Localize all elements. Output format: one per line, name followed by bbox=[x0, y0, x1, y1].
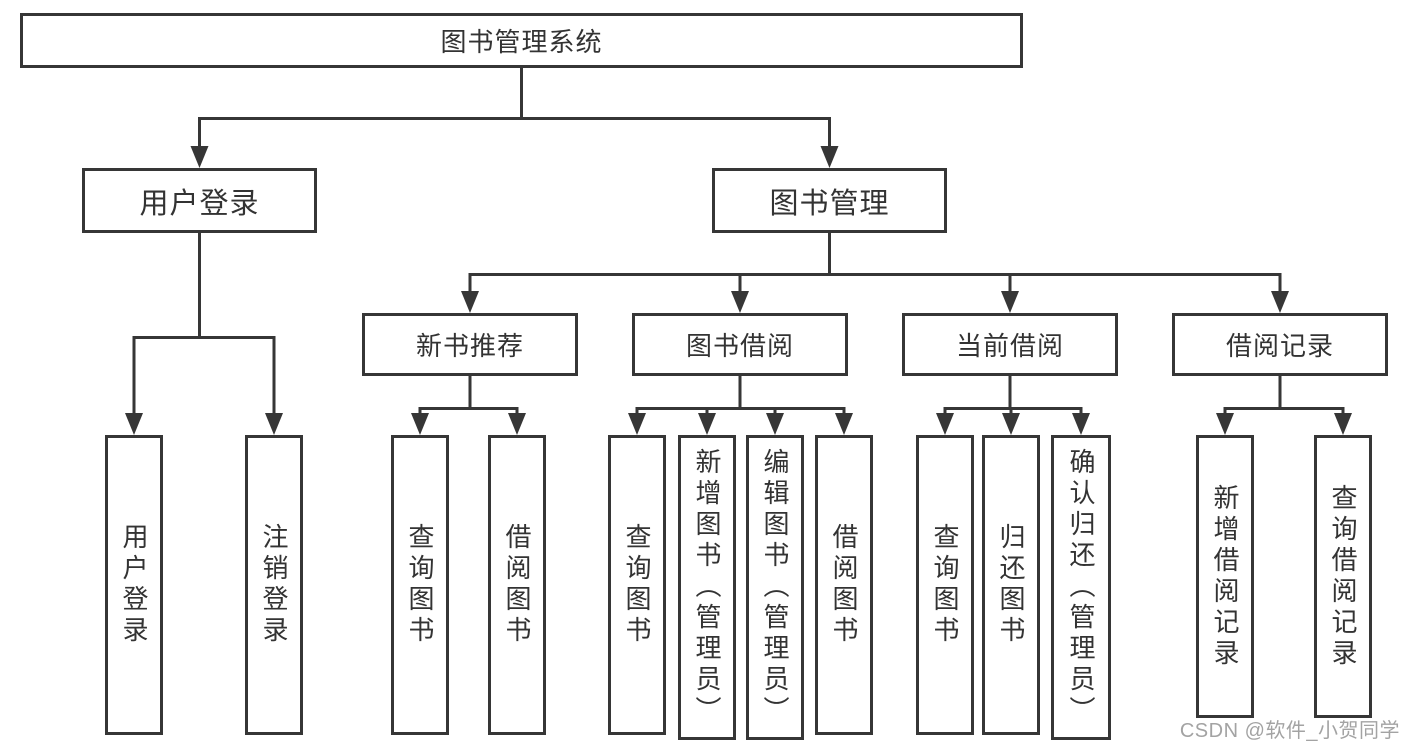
leaf-return-book-label: 归还图书 bbox=[996, 523, 1026, 647]
leaf-query-book-recommend: 查询图书 bbox=[391, 435, 449, 735]
leaf-add-borrow-record-label: 新增借阅记录 bbox=[1210, 483, 1240, 670]
leaf-borrow-book: 借阅图书 bbox=[815, 435, 873, 735]
leaf-confirm-return-admin-label: 确认归还（管理员） bbox=[1066, 448, 1096, 727]
node-new-book-recommend-label: 新书推荐 bbox=[415, 331, 524, 361]
leaf-query-book-current: 查询图书 bbox=[916, 435, 974, 735]
node-user-login-label: 用户登录 bbox=[139, 187, 260, 220]
leaf-logout: 注销登录 bbox=[245, 435, 303, 735]
leaf-borrow-book-recommend: 借阅图书 bbox=[488, 435, 546, 735]
leaf-edit-book-admin-label: 编辑图书（管理员） bbox=[760, 448, 790, 727]
leaf-query-book-borrow: 查询图书 bbox=[608, 435, 666, 735]
leaf-query-borrow-record: 查询借阅记录 bbox=[1314, 435, 1372, 718]
leaf-query-borrow-record-label: 查询借阅记录 bbox=[1328, 483, 1358, 670]
leaf-return-book: 归还图书 bbox=[982, 435, 1040, 735]
arrow-down-icons bbox=[125, 146, 1352, 435]
leaf-borrow-book-label: 借阅图书 bbox=[829, 523, 859, 647]
node-book-management: 图书管理 bbox=[712, 168, 947, 233]
node-root: 图书管理系统 bbox=[20, 13, 1023, 68]
leaf-query-book-recommend-label: 查询图书 bbox=[405, 523, 435, 647]
leaf-query-book-borrow-label: 查询图书 bbox=[622, 523, 652, 647]
leaf-user-login: 用户登录 bbox=[105, 435, 163, 735]
node-new-book-recommend: 新书推荐 bbox=[362, 313, 578, 376]
node-user-login: 用户登录 bbox=[82, 168, 317, 233]
node-current-borrow: 当前借阅 bbox=[902, 313, 1118, 376]
leaf-borrow-book-recommend-label: 借阅图书 bbox=[502, 523, 532, 647]
node-book-borrow-label: 图书借阅 bbox=[685, 331, 794, 361]
csdn-watermark: CSDN @软件_小贺同学 bbox=[1179, 720, 1400, 742]
node-current-borrow-label: 当前借阅 bbox=[955, 331, 1064, 361]
leaf-add-borrow-record: 新增借阅记录 bbox=[1196, 435, 1254, 718]
node-root-label: 图书管理系统 bbox=[440, 27, 603, 57]
leaf-add-book-admin: 新增图书（管理员） bbox=[678, 435, 736, 740]
node-book-management-label: 图书管理 bbox=[769, 187, 890, 220]
leaf-logout-label: 注销登录 bbox=[259, 523, 289, 647]
leaf-confirm-return-admin: 确认归还（管理员） bbox=[1051, 435, 1111, 740]
node-borrow-records-label: 借阅记录 bbox=[1225, 331, 1334, 361]
node-borrow-records: 借阅记录 bbox=[1172, 313, 1388, 376]
leaf-add-book-admin-label: 新增图书（管理员） bbox=[692, 448, 722, 727]
leaf-edit-book-admin: 编辑图书（管理员） bbox=[746, 435, 804, 740]
node-book-borrow: 图书借阅 bbox=[632, 313, 848, 376]
leaf-user-login-label: 用户登录 bbox=[119, 523, 149, 647]
leaf-query-book-current-label: 查询图书 bbox=[930, 523, 960, 647]
